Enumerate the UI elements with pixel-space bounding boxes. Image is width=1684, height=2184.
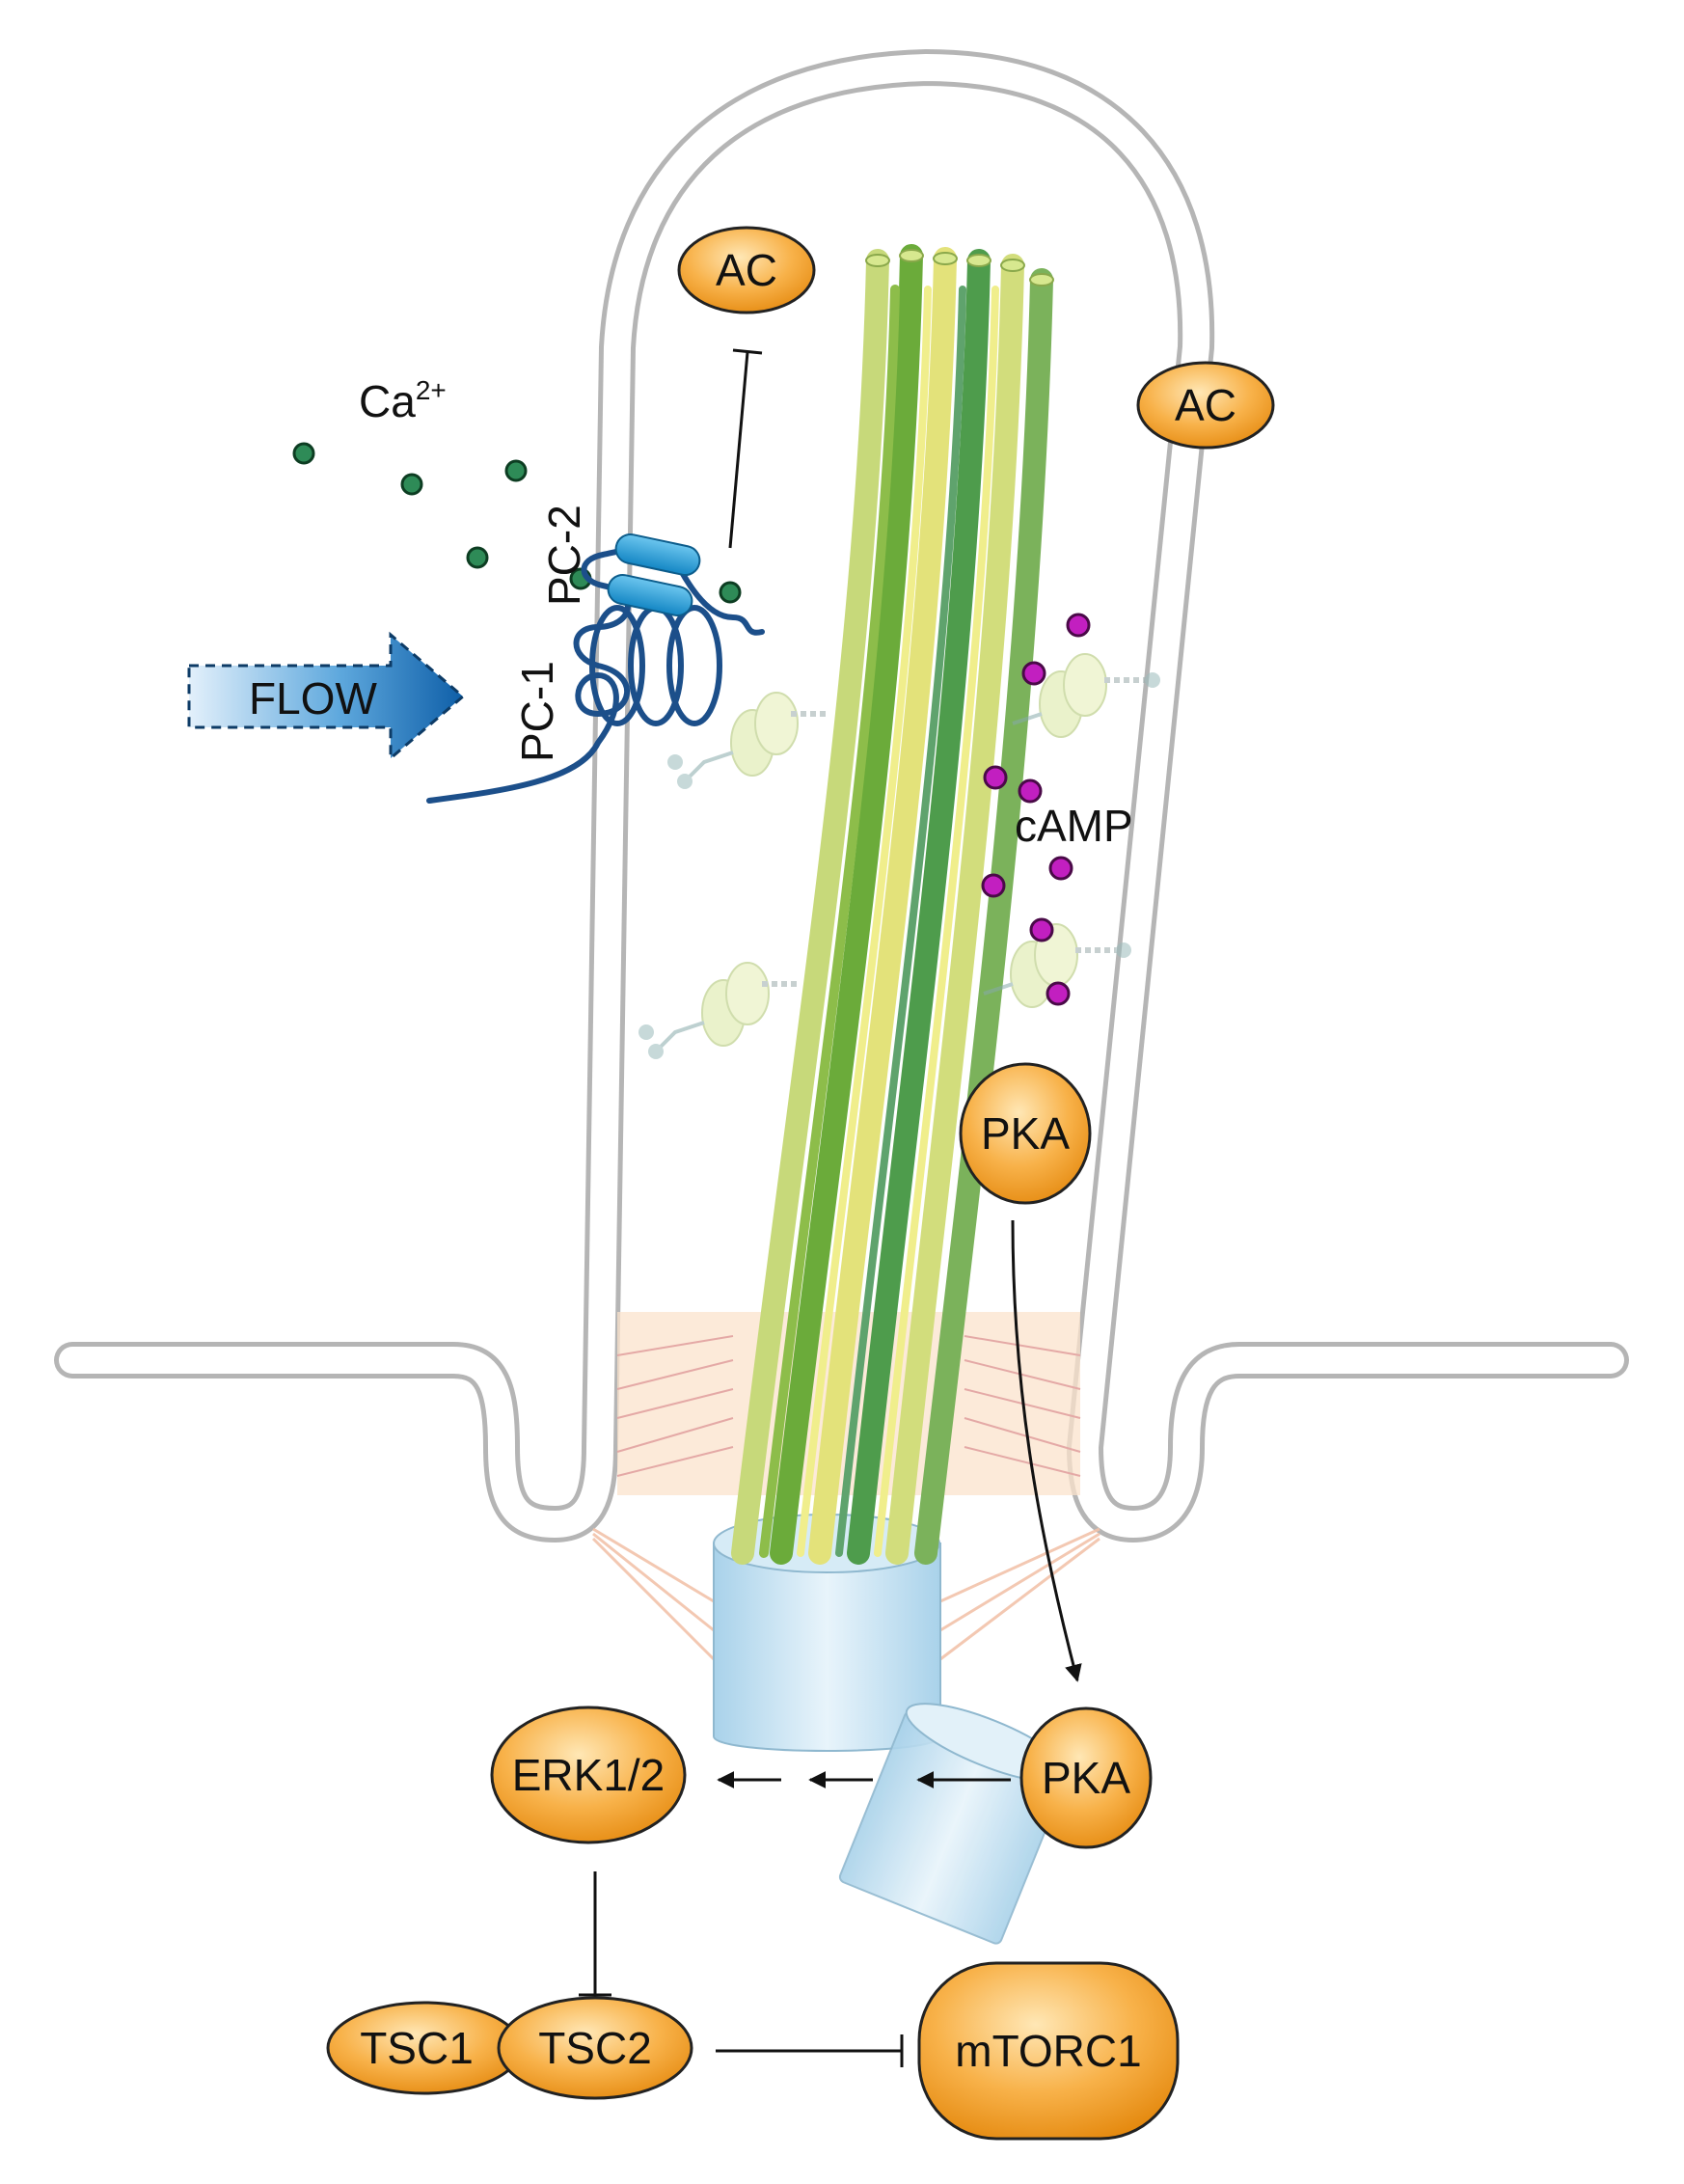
motor-protein xyxy=(638,962,801,1059)
ca-label: Ca2+ xyxy=(359,375,447,426)
pka-translocation-arrow xyxy=(1011,1219,1082,1682)
ac-right-label: AC xyxy=(1175,380,1236,430)
transition-fibers xyxy=(591,1527,1100,1661)
ac-top-label: AC xyxy=(716,245,777,295)
camp-dot xyxy=(1048,856,1073,881)
erk-label: ERK1/2 xyxy=(512,1750,665,1800)
node-pka-base: PKA xyxy=(1019,1706,1153,1849)
camp-molecules xyxy=(981,613,1091,1006)
pc1-coil xyxy=(589,605,722,726)
camp-dot xyxy=(1029,917,1054,942)
node-ac-right: AC xyxy=(1136,361,1275,450)
flow-label: FLOW xyxy=(249,673,377,723)
camp-label: cAMP xyxy=(1015,801,1133,851)
tsc1-label: TSC1 xyxy=(360,2023,474,2073)
camp-dot xyxy=(1018,778,1043,804)
flow-arrow: FLOW xyxy=(187,631,466,762)
pka-cilium-label: PKA xyxy=(981,1108,1070,1159)
node-mtorc1: mTORC1 xyxy=(917,1961,1180,2141)
node-tsc1: TSC1 xyxy=(326,2001,523,2095)
node-pka-cilium: PKA xyxy=(959,1062,1092,1205)
node-tsc2: TSC2 xyxy=(497,1996,693,2100)
ca-ion xyxy=(719,581,742,604)
tsc2-label: TSC2 xyxy=(538,2023,652,2073)
axoneme xyxy=(731,244,1054,1565)
motor-protein xyxy=(667,692,829,789)
ca-ion xyxy=(292,442,315,465)
ciliary-membrane xyxy=(54,49,1629,1542)
camp-dot xyxy=(983,765,1008,790)
camp-dot xyxy=(1046,981,1071,1006)
pc2-label: PC-2 xyxy=(539,505,589,606)
motor-proteins xyxy=(638,653,1160,1059)
motor-protein xyxy=(1012,653,1160,738)
ca-ion xyxy=(504,459,528,482)
polycystin-complex xyxy=(426,532,765,804)
inhibit-erk-tsc2 xyxy=(579,1871,611,1997)
pc1-label: PC-1 xyxy=(512,661,562,762)
inhibit-tsc2-mtorc1 xyxy=(716,2034,904,2067)
calcium-ions xyxy=(292,442,742,604)
node-erk: ERK1/2 xyxy=(490,1706,687,1844)
camp-dot xyxy=(1021,661,1046,686)
mtorc1-label: mTORC1 xyxy=(955,2026,1141,2076)
inhibit-pc2-ac xyxy=(728,348,763,549)
node-ac-top: AC xyxy=(677,226,816,314)
pka-base-label: PKA xyxy=(1042,1753,1130,1803)
ca-ion xyxy=(466,546,489,569)
microtubule-tips xyxy=(865,249,1054,287)
pc2-channel xyxy=(607,532,701,617)
camp-dot xyxy=(1066,613,1091,638)
ca-ion xyxy=(400,473,423,496)
camp-dot xyxy=(981,873,1006,898)
